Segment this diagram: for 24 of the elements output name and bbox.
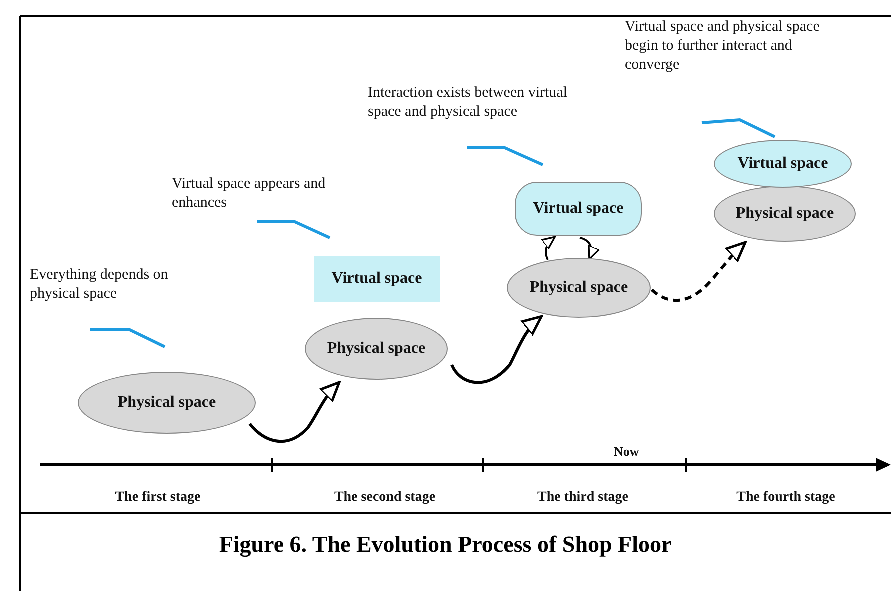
figure-caption: Figure 6. The Evolution Process of Shop Floor xyxy=(218,532,673,558)
curved-transition-arrow xyxy=(651,241,747,302)
curved-transition-arrow xyxy=(248,381,341,444)
note-text: Virtual space and physical space begin to further interact and converge xyxy=(625,18,821,75)
stage-label: The third stage xyxy=(536,489,630,507)
curved-transition-arrow xyxy=(450,315,543,384)
node-label: Virtual space xyxy=(533,200,624,218)
node-label: Physical space xyxy=(736,205,834,223)
rectangle-node xyxy=(314,256,440,302)
note-text: Virtual space appears and enhances xyxy=(172,175,327,213)
note-text: Interaction exists between virtual space and physical space xyxy=(368,84,569,122)
curved-arrow xyxy=(540,236,556,260)
stage-label: The fourth stage xyxy=(736,489,836,507)
node-label: Virtual space xyxy=(738,155,828,173)
stage-label: The first stage xyxy=(114,489,202,507)
stage-label: The second stage xyxy=(333,489,437,507)
node-label: Physical space xyxy=(530,279,628,297)
curved-arrow xyxy=(580,237,600,260)
node-label: Physical space xyxy=(118,394,216,412)
node-label: Physical space xyxy=(327,340,426,358)
note-text: Everything depends on physical space xyxy=(30,266,170,304)
time-marker-label: Now xyxy=(614,443,640,461)
rounded-node xyxy=(515,182,642,236)
node-label: Virtual space xyxy=(332,270,422,288)
